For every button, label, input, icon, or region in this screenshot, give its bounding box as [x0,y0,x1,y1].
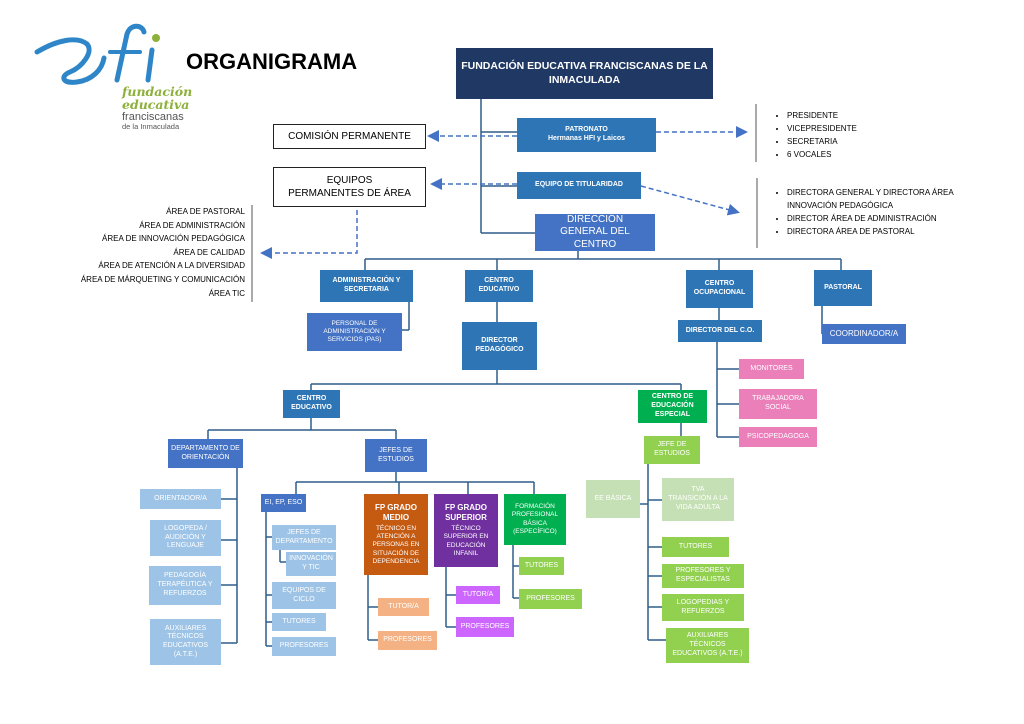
logo-text-1: fundación [122,84,193,99]
fp-medio-desc: TÉCNICO EN ATENCIÓN A PERSONAS EN SITUAC… [372,525,420,565]
node-tutores-3: TUTORES [662,537,729,557]
node-pastoral: PASTORAL [814,270,872,306]
tva-desc: TRANSICIÓN A LA VIDA ADULTA [668,495,728,511]
patronato-list-item: SECRETARIA [787,135,857,148]
node-trabajadora: TRABAJADORA SOCIAL [739,389,817,419]
node-centro-educativo: CENTRO EDUCATIVO [465,270,533,302]
node-admin: ADMINISTRACIÓN Y SECRETARIA [320,270,413,302]
node-auxiliares-1: AUXILIARES TÉCNICOS EDUCATIVOS (A.T.E.) [150,619,221,665]
page-title: ORGANIGRAMA [186,49,358,74]
node-profesores-2: PROFESORES [378,631,437,650]
node-innovacion-tic: INNOVACIÓN Y TIC [286,552,336,576]
titularidad-list-item: DIRECTORA ÁREA DE PASTORAL [787,225,987,238]
node-ei-ep-eso: EI, EP, ESO [261,494,306,512]
area-item: ÁREA TIC [208,288,245,298]
node-fp-superior: FP GRADO SUPERIOR TÉCNICO SUPERIOR EN ED… [434,494,498,567]
area-item: ÁREA DE ATENCIÓN A LA DIVERSIDAD [98,261,245,271]
node-dep-orientacion: DEPARTAMENTO DE ORIENTACIÓN [168,439,243,468]
titularidad-list-item: DIRECTOR ÁREA DE ADMINISTRACIÓN [787,212,987,225]
area-item: ÁREA DE INNOVACIÓN PEDAGÓGICA [102,234,245,244]
node-centro-ocupacional: CENTRO OCUPACIONAL [686,270,753,308]
node-fp-medio: FP GRADO MEDIO TÉCNICO EN ATENCIÓN A PER… [364,494,428,575]
node-tutora-1: TUTOR/A [378,598,429,616]
node-pedagogia: PEDAGOGÍA TERAPÉUTICA Y REFUERZOS [149,566,221,605]
node-titularidad: EQUIPO DE TITULARIDAD [517,172,641,199]
patronato-list-item: PRESIDENTE [787,109,857,122]
node-director-pedagogico: DIRECTOR PEDAGÓGICO [462,322,537,370]
logo-text-4: de la Inmaculada [122,122,180,131]
area-item: ÁREA DE CALIDAD [173,247,245,257]
node-centro-especial: CENTRO DE EDUCACIÓN ESPECIAL [638,390,707,423]
titularidad-list-item: DIRECTORA GENERAL Y DIRECTORA ÁREA INNOV… [787,186,987,212]
node-patronato: PATRONATO Hermanas HFI y Laicos [517,118,656,152]
node-fp-basica: FORMACIÓN PROFESIONAL BÁSICA (ESPECÍFICO… [504,494,566,545]
node-jefes-estudios: JEFES DE ESTUDIOS [365,439,427,472]
node-logopedias: LOGOPEDIAS Y REFUERZOS [662,594,744,621]
node-ee-basica: EE BÁSICA [586,480,640,518]
patronato-label: PATRONATO [565,126,608,134]
node-tutores-2: TUTORES [519,557,564,575]
node-centro-educativo-2: CENTRO EDUCATIVO [283,390,340,418]
patronato-sub: Hermanas HFI y Laicos [547,135,626,142]
efi-logo: fundación educativa franciscanas de la I… [32,22,192,132]
node-profesores-4: PROFESORES [519,589,582,609]
logo-text-3: franciscanas [122,111,184,123]
node-director-co: DIRECTOR DEL C.O. [678,320,762,342]
area-item: ÁREA DE MÁRQUETING Y COMUNICACIÓN [80,274,245,284]
fp-superior-title: FP GRADO SUPERIOR [444,503,488,523]
node-monitores: MONITORES [739,359,804,379]
node-orientador: ORIENTADOR/A [140,489,221,509]
patronato-list-item: VICEPRESIDENTE [787,122,857,135]
node-profesores-3: PROFESORES [456,617,514,637]
node-equipos-ciclo: EQUIPOS DE CICLO [272,582,336,609]
direccion-label-1: DIRECCIÓN [566,213,624,225]
titularidad-list: DIRECTORA GENERAL Y DIRECTORA ÁREA INNOV… [773,186,987,238]
node-coordinador: COORDINADOR/A [822,324,906,344]
node-prof-especialistas: PROFESORES Y ESPECIALISTAS [662,564,744,588]
node-tva: TVA TRANSICIÓN A LA VIDA ADULTA [662,478,734,521]
node-pas: PERSONAL DE ADMINISTRACIÓN Y SERVICIOS (… [307,313,402,351]
area-item: ÁREA DE ADMINISTRACIÓN [139,220,245,230]
patronato-list-item: 6 VOCALES [787,148,857,161]
areas-list: ÁREA DE PASTORAL ÁREA DE ADMINISTRACIÓN … [0,205,245,300]
area-item: ÁREA DE PASTORAL [166,207,245,216]
node-psicopedagoga: PSICOPEDAGOGA [739,427,817,447]
patronato-list: PRESIDENTE VICEPRESIDENTE SECRETARIA 6 V… [773,109,857,161]
direccion-label-2: GENERAL DEL CENTRO [560,226,630,250]
node-direccion: DIRECCIÓN GENERAL DEL CENTRO [535,214,655,251]
tva-label: TVA [691,486,705,494]
fp-superior-desc: TÉCNICO SUPERIOR EN EDUCACIÓN INFANIL [443,525,489,557]
node-equipos-area: EQUIPOS PERMANENTES DE ÁREA [273,167,426,207]
node-logopeda: LOGOPEDA / AUDICIÓN Y LENGUAJE [150,520,221,556]
node-tutores-1: TUTORES [272,613,326,631]
efi-logo-mark [34,23,160,85]
logo-text-2: educativa [122,97,190,112]
fp-medio-title: FP GRADO MEDIO [374,503,418,523]
node-auxiliares-2: AUXILIARES TÉCNICOS EDUCATIVOS (A.T.E.) [666,628,749,663]
node-tutora-2: TUTOR/A [456,586,500,604]
node-jefes-departamento: JEFES DE DEPARTAMENTO [272,525,336,550]
node-jefe-estudios: JEFE DE ESTUDIOS [644,436,700,464]
node-comision: COMISIÓN PERMANENTE [273,124,426,149]
node-profesores-1: PROFESORES [272,637,336,656]
node-fundacion: FUNDACIÓN EDUCATIVA FRANCISCANAS DE LA I… [456,48,713,99]
